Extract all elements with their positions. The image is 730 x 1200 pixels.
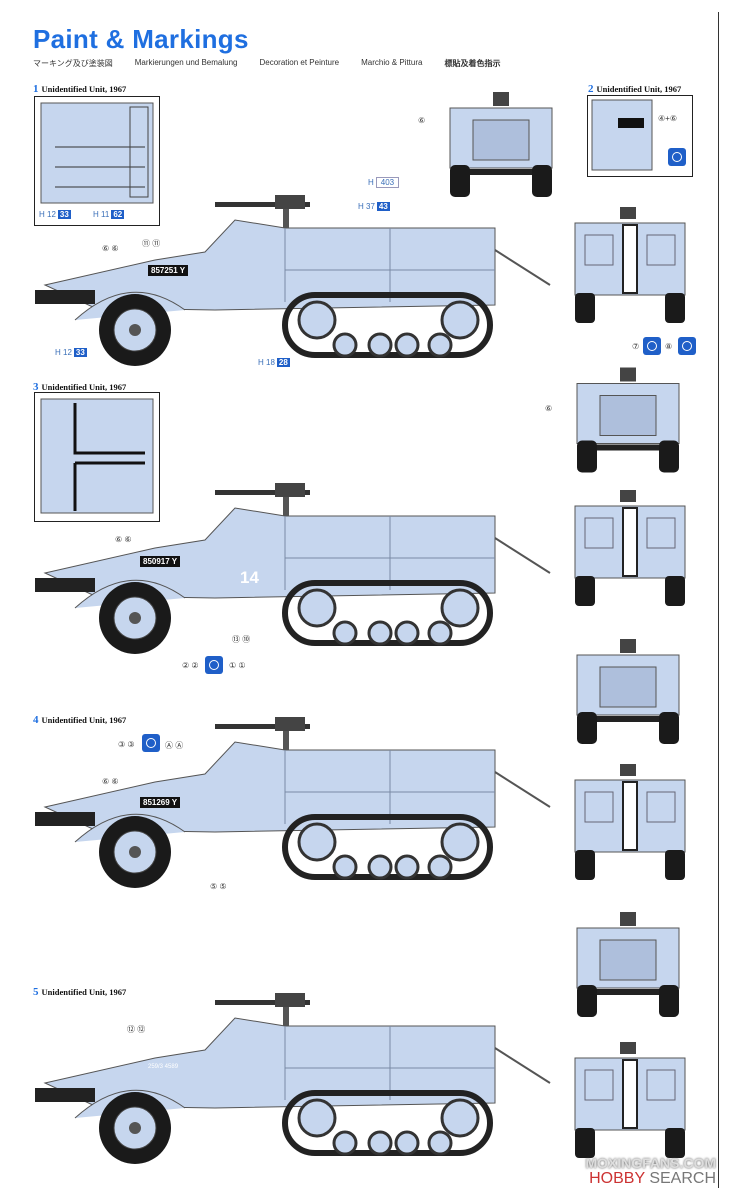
registration-plate: 851269 Y bbox=[140, 797, 181, 808]
subtitle-fr: Decoration et Peinture bbox=[259, 58, 340, 67]
machine-gun bbox=[215, 717, 310, 753]
decal-callout: ⑫ ⑫ bbox=[127, 1025, 146, 1034]
star-of-david-decal bbox=[142, 734, 160, 752]
watermark-brand: SEARCH bbox=[649, 1170, 716, 1187]
subtitle-cn: 標貼及着色指示 bbox=[444, 59, 501, 68]
machine-gun bbox=[215, 195, 310, 231]
decal-callout: ② ② bbox=[182, 661, 199, 670]
vehicle-4-rear-view bbox=[574, 764, 686, 880]
page-title: Paint & Markings bbox=[33, 24, 249, 54]
decal-callout: ⑥ ⑥ bbox=[102, 244, 119, 253]
decal-callout: ⑥ bbox=[418, 116, 426, 125]
registration-plate: 850917 Y bbox=[140, 556, 181, 567]
front-wheel bbox=[99, 582, 171, 654]
hood-detail-drawing bbox=[591, 99, 653, 171]
track-assembly bbox=[282, 580, 493, 646]
front-wheel bbox=[99, 816, 171, 888]
vehicle-5-side-view bbox=[35, 993, 551, 1164]
detail-inset-3 bbox=[34, 392, 160, 522]
front-wheel bbox=[99, 1092, 171, 1164]
vehicle-5-front-view bbox=[576, 912, 680, 1017]
page-border bbox=[22, 12, 719, 1188]
vehicle-front-view bbox=[449, 92, 553, 197]
star-of-david-decal bbox=[643, 337, 661, 355]
vehicle-3-rear-view bbox=[574, 490, 686, 606]
vehicle-1-side-view bbox=[35, 195, 551, 366]
subtitles: マーキング及び塗装図 Markierungen und Bemalung Dec… bbox=[33, 58, 500, 69]
decal-callout: ⑥ bbox=[545, 404, 553, 413]
decal-callout: ⑪ ⑪ bbox=[142, 239, 161, 248]
decal-callout: ③ ③ bbox=[118, 740, 135, 749]
decal-callout: ⑦ bbox=[632, 342, 640, 351]
star-of-david-decal bbox=[205, 656, 223, 674]
decal-callout: ① ① bbox=[229, 661, 246, 670]
hull-number: 14 bbox=[240, 568, 259, 587]
vehicle-3-front-view bbox=[576, 367, 680, 473]
star-of-david-decal bbox=[678, 337, 696, 355]
track-assembly bbox=[282, 292, 493, 358]
track-assembly bbox=[282, 814, 493, 880]
watermark-brand: HOBBY bbox=[589, 1170, 645, 1187]
decal-callout: Ⓐ Ⓐ bbox=[165, 741, 184, 750]
registration-plate: 259/3 4589 bbox=[148, 1064, 179, 1070]
subtitle-it: Marchio & Pittura bbox=[361, 58, 423, 67]
decal-callout: ④+⑥ bbox=[658, 114, 678, 123]
detail-inset-2: ④+⑥ bbox=[587, 95, 693, 177]
vehicle-4-front-view bbox=[576, 639, 680, 744]
cab-interior-drawing bbox=[40, 102, 154, 204]
front-wheel bbox=[99, 294, 171, 366]
star-of-david-decal bbox=[668, 148, 686, 166]
decal-callout: ⑥ ⑥ bbox=[102, 777, 119, 786]
decal-callout: ⑥ ⑥ bbox=[115, 535, 132, 544]
vehicle-4-side-view bbox=[35, 717, 551, 888]
registration-plate: 857251 Y bbox=[148, 265, 189, 276]
watermark: MOXINGFANS.COM HOBBY SEARCH bbox=[585, 1155, 716, 1187]
machine-gun bbox=[215, 483, 310, 519]
decal-callout: ⑬ ⑩ bbox=[232, 635, 251, 644]
track-assembly bbox=[282, 1090, 493, 1156]
vehicle-5-rear-view bbox=[574, 1042, 686, 1158]
vehicle-1-rear-view bbox=[574, 207, 686, 323]
cab-interior-drawing bbox=[40, 398, 154, 514]
decal-callout: ⑧ bbox=[665, 342, 673, 351]
machine-gun bbox=[215, 993, 310, 1029]
decal-callout: ⑤ ⑤ bbox=[210, 882, 227, 891]
subtitle-de: Markierungen und Bemalung bbox=[134, 58, 238, 67]
subtitle-jp: マーキング及び塗装図 bbox=[33, 59, 113, 68]
watermark-site: MOXINGFANS.COM bbox=[585, 1155, 716, 1171]
vehicle-3-side-view bbox=[35, 483, 551, 654]
